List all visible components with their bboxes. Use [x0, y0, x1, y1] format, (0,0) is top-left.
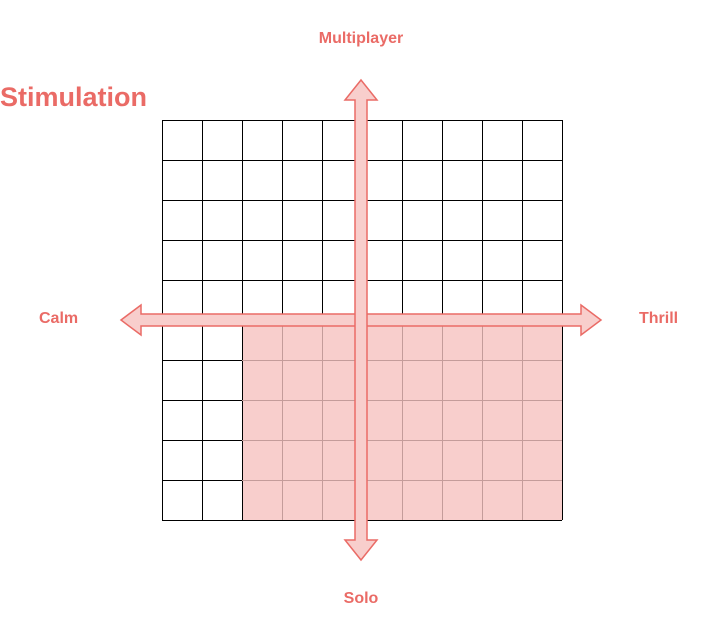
axis-label-multiplayer: Multiplayer [318, 30, 404, 47]
axis-label-solo: Solo [343, 590, 379, 607]
axes [119, 78, 603, 562]
axis-label-calm: Calm [39, 310, 79, 327]
diagram-title: Stimulation [0, 82, 147, 112]
vertical-double-arrow [343, 78, 379, 562]
axis-label-thrill: Thrill [639, 310, 679, 327]
